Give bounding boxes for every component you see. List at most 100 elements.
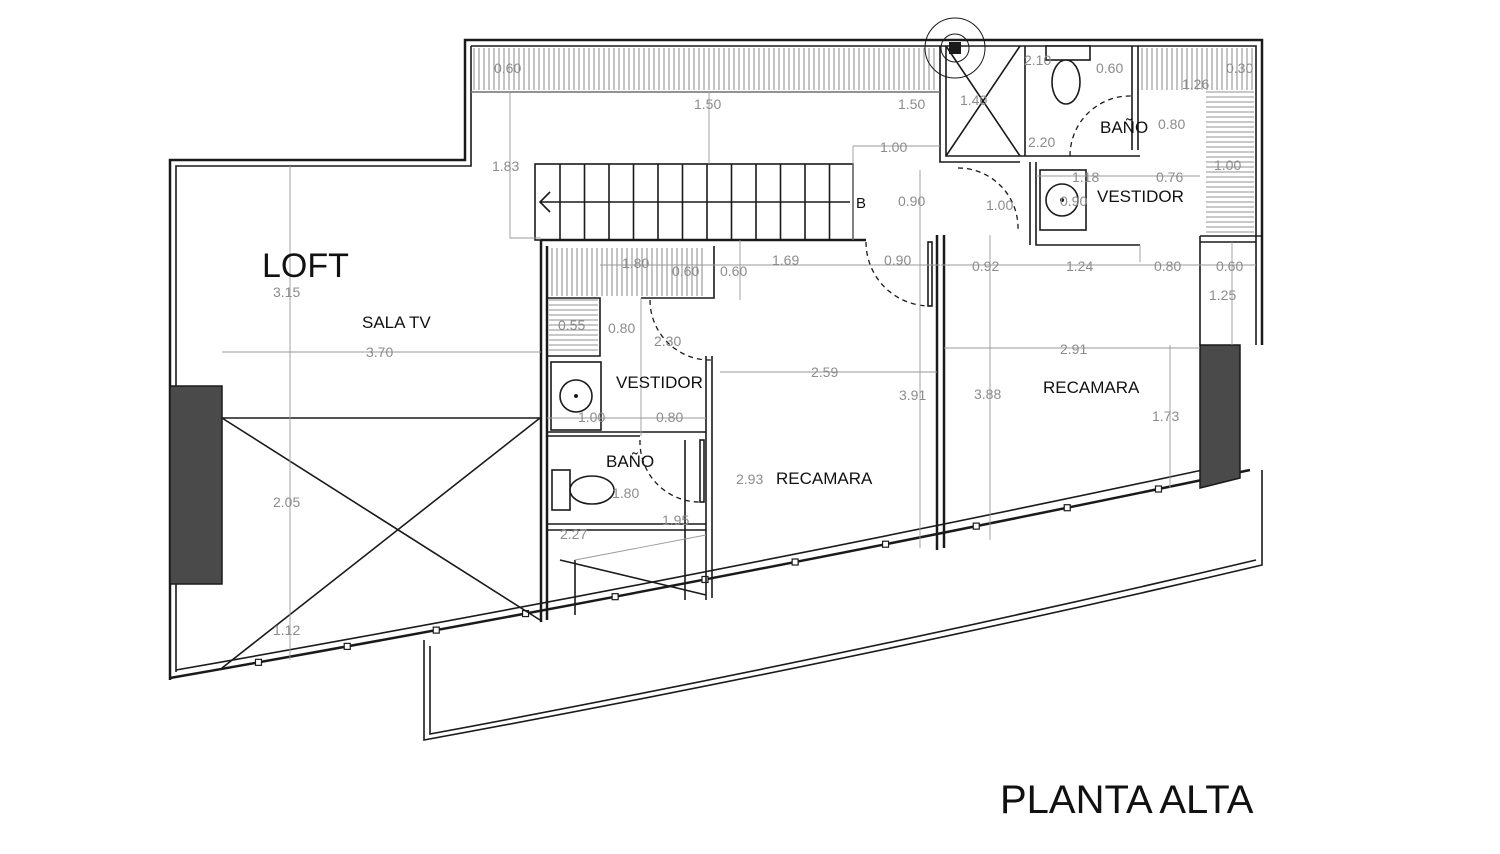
facade-column-marker bbox=[1154, 485, 1163, 493]
dim-label: 1.18 bbox=[1072, 169, 1099, 185]
stair-label: B bbox=[856, 195, 866, 212]
dim-label: 3.91 bbox=[899, 387, 926, 403]
sink-left bbox=[550, 361, 602, 431]
dim-label: 1.24 bbox=[1066, 258, 1093, 274]
dim-label: 1.40 bbox=[960, 92, 987, 108]
dim-label: 0.60 bbox=[720, 263, 747, 279]
facade-panel-right bbox=[1199, 344, 1241, 489]
dim-label: 0.90 bbox=[884, 252, 911, 268]
stair-arrow bbox=[538, 191, 850, 213]
dim-label: 1.00 bbox=[986, 197, 1013, 213]
facade-column-marker bbox=[611, 593, 619, 601]
balcony-outline bbox=[423, 470, 1263, 741]
double-height-void bbox=[221, 417, 541, 669]
door-vestidor-left bbox=[649, 299, 713, 361]
dim-label: 0.60 bbox=[672, 263, 699, 279]
facade-column-marker bbox=[343, 642, 351, 650]
door-vestidor-right bbox=[957, 167, 1019, 231]
dim-label: 0.80 bbox=[656, 409, 683, 425]
room-label-vestidor-left: VESTIDOR bbox=[616, 373, 703, 392]
dim-label: 0.80 bbox=[1154, 258, 1181, 274]
dim-label: 1.26 bbox=[1182, 76, 1209, 92]
outer-wall bbox=[168, 38, 1264, 680]
dim-label: 1.00 bbox=[1214, 157, 1241, 173]
balcony-inner bbox=[429, 559, 1257, 735]
dim-label: 2.10 bbox=[1024, 52, 1051, 68]
toilet-left bbox=[551, 469, 615, 511]
interior-wall-right-wing bbox=[1199, 235, 1262, 345]
dim-label: 1.80 bbox=[622, 255, 649, 271]
dim-label: 0.60 bbox=[494, 60, 521, 76]
door-leaf-1 bbox=[927, 241, 933, 307]
dim-label: 2.59 bbox=[811, 364, 838, 380]
dim-label: 0.60 bbox=[1096, 60, 1123, 76]
interior-wall-bano-left bbox=[547, 440, 707, 615]
dim-label: 2.05 bbox=[273, 494, 300, 510]
dim-label: 1.69 bbox=[772, 252, 799, 268]
door-bano-left bbox=[639, 439, 701, 503]
dim-label: 2.93 bbox=[736, 471, 763, 487]
dim-label: 0.60 bbox=[1216, 258, 1243, 274]
dim-label: 1.25 bbox=[1209, 287, 1236, 303]
curved-facade-inner bbox=[175, 461, 1241, 671]
dim-label: 1.83 bbox=[492, 158, 519, 174]
curved-facade bbox=[169, 468, 1251, 680]
dimension-lines bbox=[222, 91, 1256, 660]
toilet-right bbox=[1045, 45, 1091, 105]
door-leaf-2 bbox=[699, 439, 705, 503]
room-label-vestidor-right: VESTIDOR bbox=[1097, 187, 1184, 206]
plan-title: PLANTA ALTA bbox=[1000, 778, 1254, 822]
room-label-recamara-right: RECAMARA bbox=[1043, 378, 1140, 397]
interior-wall-center bbox=[935, 235, 946, 550]
dim-label: 2.27 bbox=[560, 526, 587, 542]
facade-column-marker bbox=[701, 575, 709, 584]
planter-hatch-top-right bbox=[1141, 48, 1253, 90]
dim-label: 0.90 bbox=[1060, 193, 1087, 209]
room-label-bano-left: BAÑO bbox=[606, 452, 654, 471]
terrace-hatch-top bbox=[473, 48, 935, 90]
dim-label: 0.55 bbox=[558, 317, 585, 333]
planter-hatch-mid bbox=[551, 248, 703, 296]
dim-label: 1.12 bbox=[273, 622, 300, 638]
dim-label: 1.95 bbox=[662, 512, 689, 528]
dim-label: 0.80 bbox=[1158, 116, 1185, 132]
shower-x bbox=[945, 45, 1021, 157]
shower-head bbox=[924, 17, 986, 79]
dim-label: 2.30 bbox=[654, 333, 681, 349]
interior-wall-stair-bottom bbox=[539, 238, 866, 622]
dim-label: 0.76 bbox=[1156, 169, 1183, 185]
dim-label: 0.92 bbox=[972, 258, 999, 274]
dim-label: 1.00 bbox=[880, 139, 907, 155]
dim-label: 3.15 bbox=[273, 284, 300, 300]
sink-right bbox=[1039, 169, 1087, 231]
facade-column-marker bbox=[254, 658, 263, 666]
dim-label: 1.73 bbox=[1152, 408, 1179, 424]
interior-wall-vestidor-left bbox=[547, 246, 715, 600]
dim-label: 1.50 bbox=[898, 96, 925, 112]
room-label-recamara-left: RECAMARA bbox=[776, 469, 873, 488]
dim-label: 1.80 bbox=[612, 485, 639, 501]
facade-column-marker bbox=[881, 540, 890, 548]
dim-label: 1.50 bbox=[694, 96, 721, 112]
planter-hatch-small bbox=[549, 299, 598, 351]
dim-label: 2.20 bbox=[1028, 134, 1055, 150]
room-label-sala-tv: SALA TV bbox=[362, 313, 431, 332]
dim-label: 0.90 bbox=[898, 193, 925, 209]
dim-label: 1.00 bbox=[578, 409, 605, 425]
room-label-bano-right: BAÑO bbox=[1100, 118, 1148, 137]
terrace-hatch-right bbox=[1206, 91, 1254, 233]
door-bano-right bbox=[1069, 95, 1133, 157]
facade-column-marker bbox=[791, 558, 799, 566]
dim-label: 0.30 bbox=[1226, 60, 1253, 76]
facade-panel-left bbox=[169, 385, 223, 585]
dim-label: 0.80 bbox=[608, 320, 635, 336]
dim-label: 3.88 bbox=[974, 386, 1001, 402]
room-label-loft: LOFT bbox=[262, 247, 349, 285]
facade-column-marker bbox=[432, 626, 440, 634]
facade-column-marker bbox=[972, 522, 980, 530]
dimension-labels: 0.60 1.50 1.50 1.83 1.00 0.90 1.40 2.20 … bbox=[273, 52, 1253, 638]
dim-label: 3.70 bbox=[366, 344, 393, 360]
facade-column-marker bbox=[1063, 504, 1071, 512]
door-recamara-left bbox=[865, 241, 931, 307]
